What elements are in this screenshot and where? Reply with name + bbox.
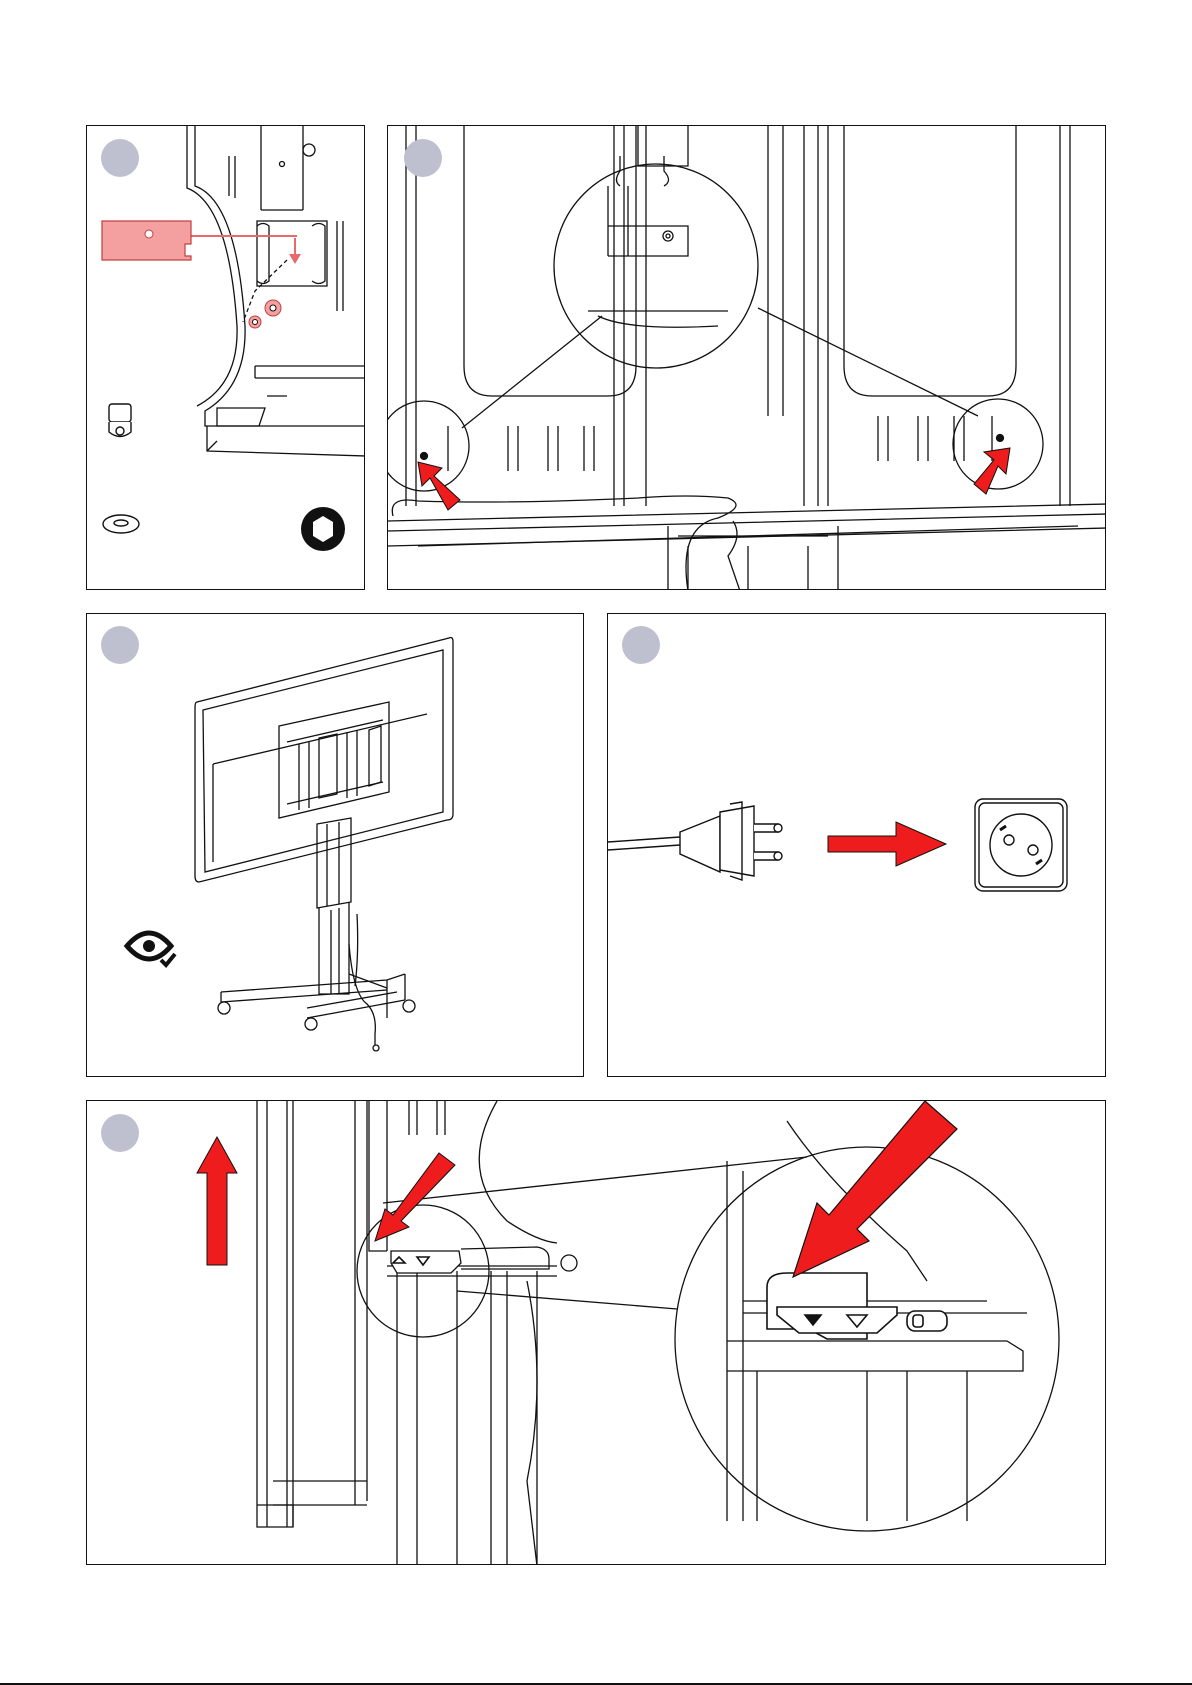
step-4-badge bbox=[622, 626, 660, 664]
step-5-illustration bbox=[87, 1101, 1106, 1565]
wall-socket-icon bbox=[975, 799, 1067, 891]
step-3-badge bbox=[101, 626, 139, 664]
step-4-panel bbox=[607, 613, 1106, 1077]
step-5-panel bbox=[86, 1100, 1106, 1565]
red-arrow-icon bbox=[828, 822, 946, 866]
step-2-illustration bbox=[388, 126, 1106, 590]
step-1-illustration bbox=[87, 126, 365, 590]
step-3-illustration bbox=[87, 614, 584, 1077]
red-arrow-icon bbox=[197, 1137, 237, 1265]
step-1-panel bbox=[86, 125, 365, 590]
red-arrow-icon bbox=[793, 1101, 957, 1277]
step-1-badge bbox=[101, 139, 139, 177]
step-4-illustration bbox=[608, 614, 1106, 1077]
step-3-panel bbox=[86, 613, 584, 1077]
red-arrow-icon bbox=[418, 448, 1010, 510]
eye-check-icon bbox=[127, 933, 175, 965]
spacer-plate bbox=[102, 221, 191, 260]
power-plug-icon bbox=[608, 802, 782, 880]
step-2-badge bbox=[404, 139, 442, 177]
bolt-icon bbox=[109, 404, 131, 437]
step-5-badge bbox=[101, 1114, 139, 1152]
hex-key-icon bbox=[301, 507, 345, 551]
step-2-panel bbox=[387, 125, 1106, 590]
washer-icon bbox=[103, 515, 139, 533]
